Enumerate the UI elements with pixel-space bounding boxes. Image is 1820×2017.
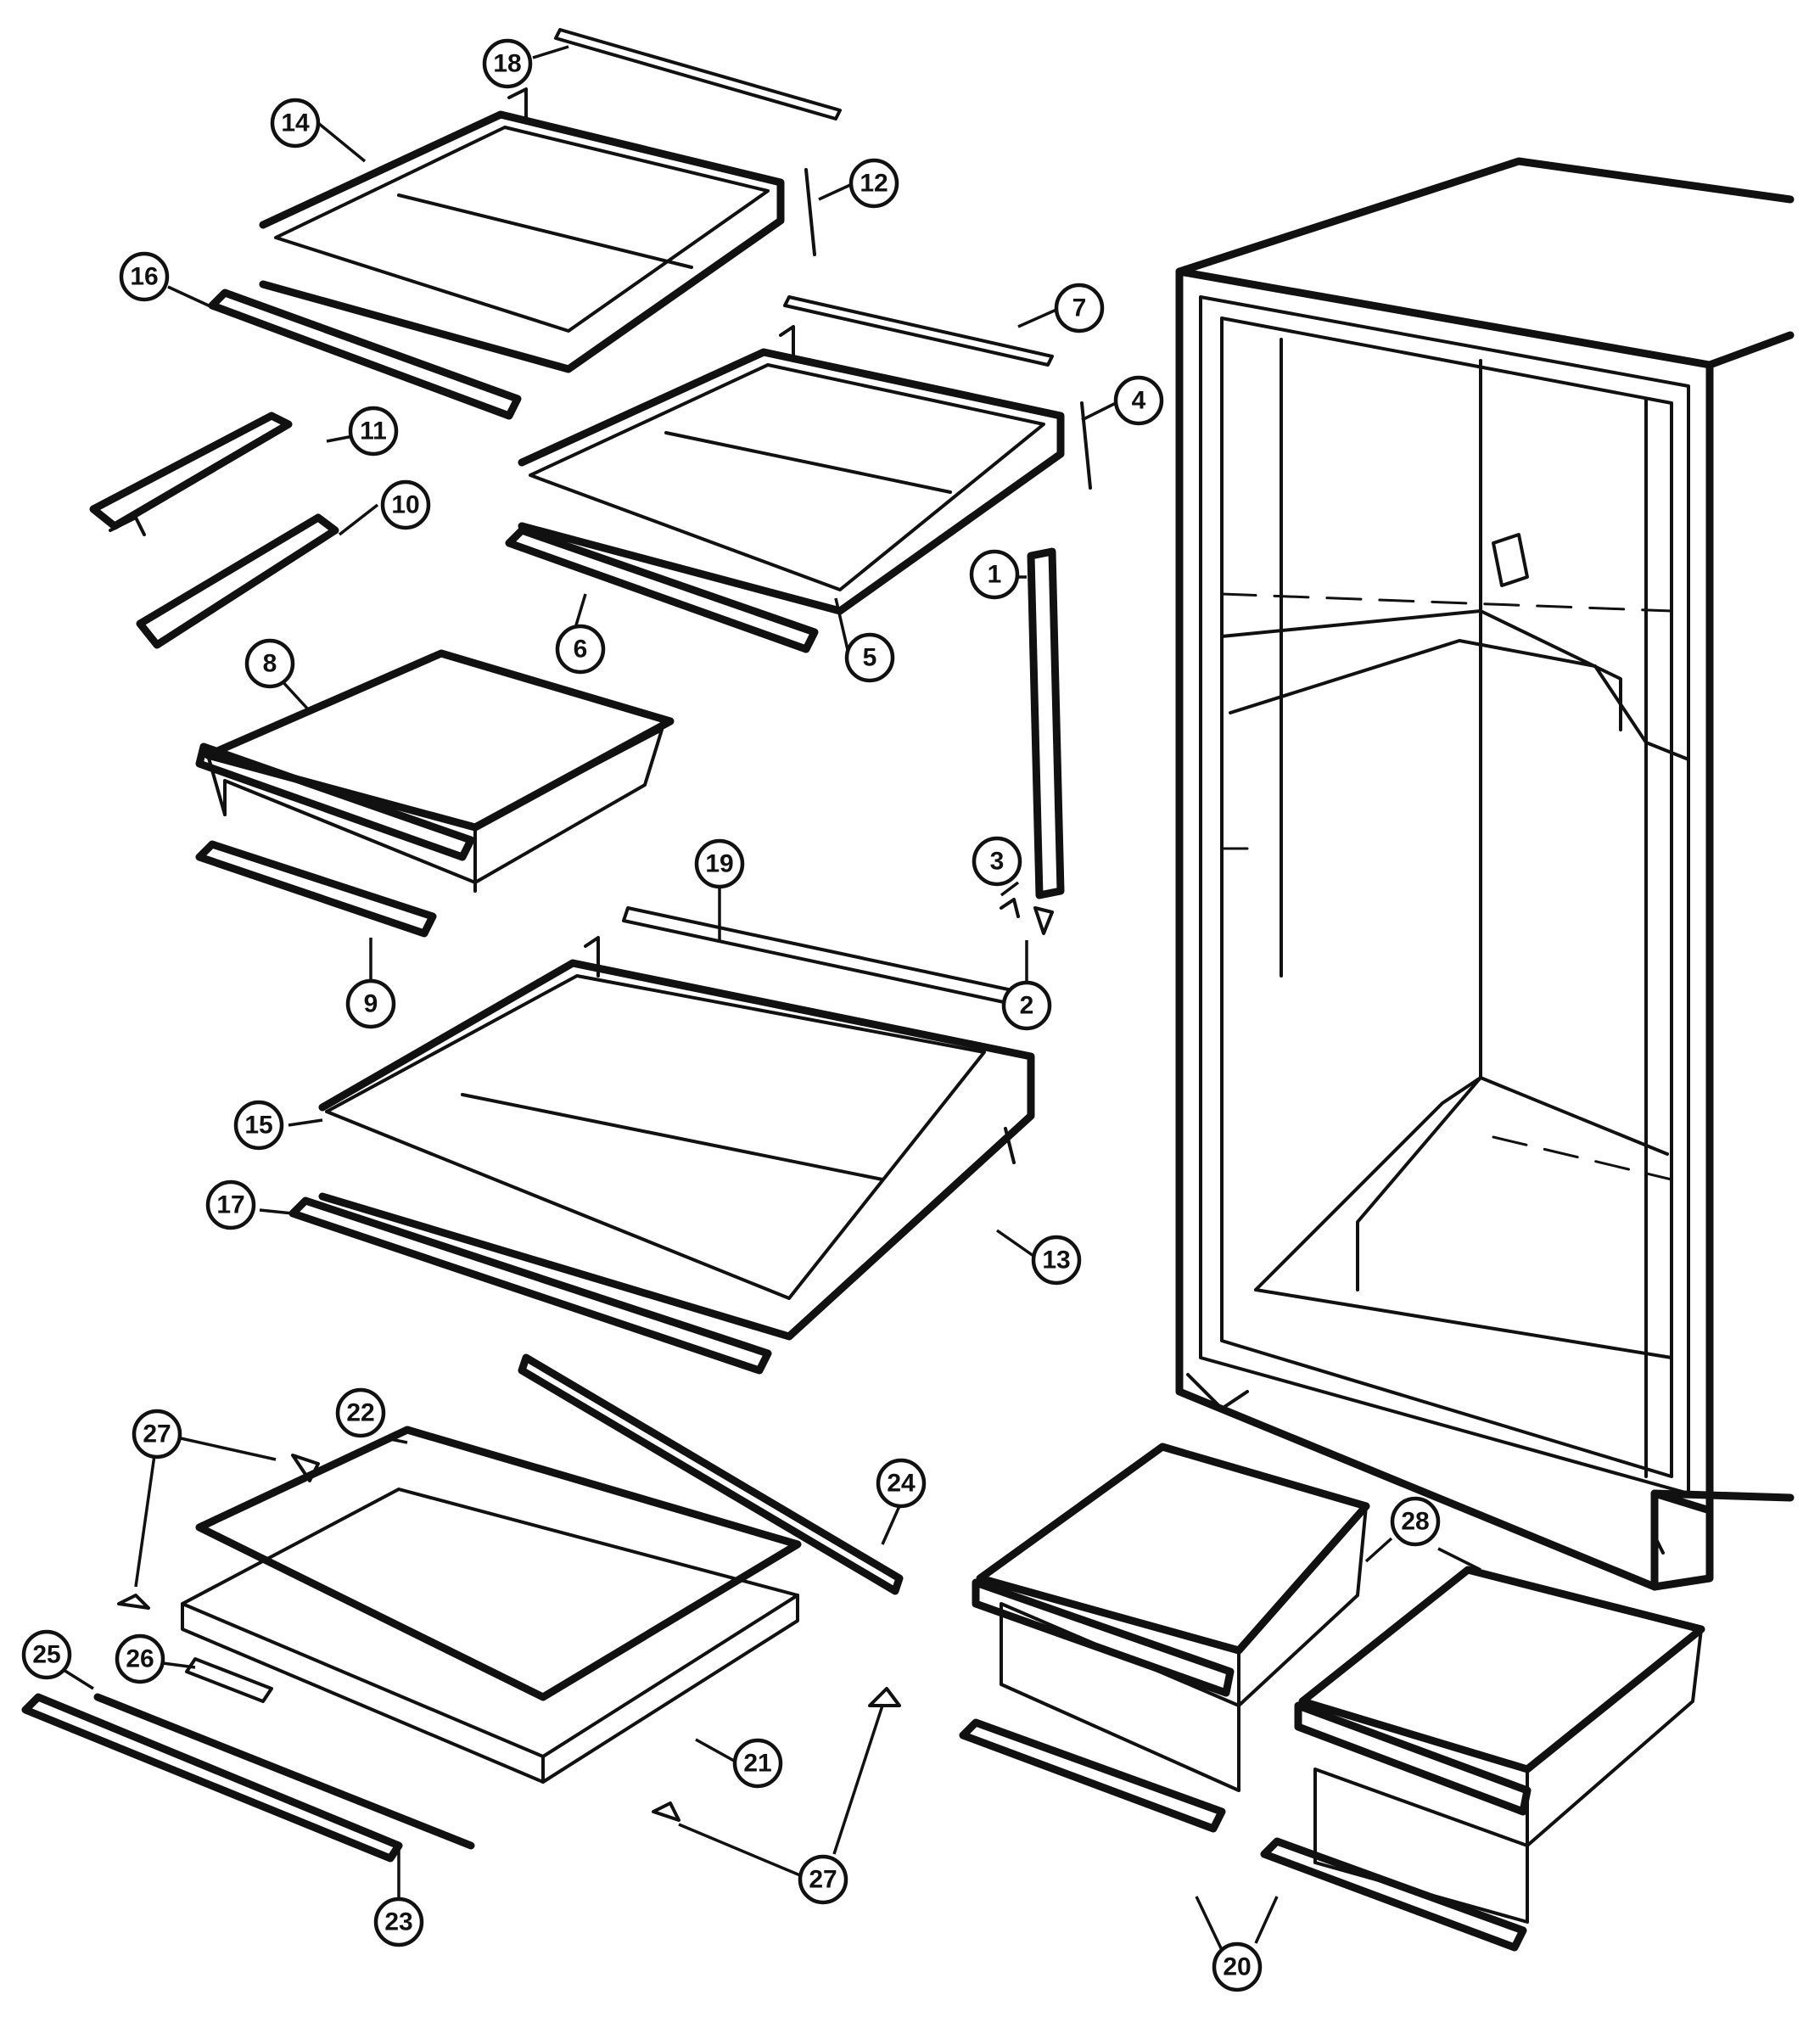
callout-circle-19 xyxy=(694,838,745,889)
callout-circle-17 xyxy=(205,1179,256,1230)
callout-17: 17 xyxy=(205,1179,256,1230)
large-shelf-assembly xyxy=(288,906,1045,1375)
callout-11: 11 xyxy=(348,406,399,457)
callout-circle-14 xyxy=(270,98,321,148)
callout-circle-21 xyxy=(732,1738,783,1789)
callout-3: 3 xyxy=(972,836,1022,887)
callout-circle-25 xyxy=(21,1629,72,1680)
callout-6: 6 xyxy=(555,624,606,675)
callout-circle-2 xyxy=(1001,980,1052,1031)
callout-label-9: 9 xyxy=(364,990,378,1018)
callout-7: 7 xyxy=(1054,283,1105,333)
callout-circle-6 xyxy=(555,624,606,675)
callout-circle-4 xyxy=(1113,375,1164,426)
callout-circle-16 xyxy=(119,251,170,302)
callout-circle-13 xyxy=(1031,1235,1082,1286)
callout-circle-9 xyxy=(345,978,396,1029)
shelf-rails xyxy=(89,412,339,649)
callout-circle-26 xyxy=(115,1633,165,1684)
callout-circle-20 xyxy=(1212,1941,1263,1992)
callout-circle-12 xyxy=(848,158,899,209)
callout-20: 20 xyxy=(1212,1941,1263,1992)
callout-circle-27-top xyxy=(132,1409,182,1460)
callout-label-27-bottom: 27 xyxy=(809,1866,837,1894)
middle-shelf-assembly xyxy=(505,295,1092,653)
callout-5: 5 xyxy=(844,632,895,683)
callout-label-10: 10 xyxy=(391,491,419,519)
callout-9: 9 xyxy=(345,978,396,1029)
callout-label-12: 12 xyxy=(860,170,888,198)
callout-label-5: 5 xyxy=(863,644,877,672)
callout-1: 1 xyxy=(969,549,1020,600)
callout-10: 10 xyxy=(380,479,431,530)
callout-label-25: 25 xyxy=(32,1641,60,1669)
callout-label-7: 7 xyxy=(1072,294,1087,322)
crisper-drawers-large xyxy=(959,1443,1705,1952)
callout-16: 16 xyxy=(119,251,170,302)
callout-circle-23 xyxy=(373,1897,424,1947)
callout-27-top: 27 xyxy=(132,1409,182,1460)
callout-label-8: 8 xyxy=(263,650,277,678)
callout-label-27-top: 27 xyxy=(143,1420,171,1448)
callout-label-26: 26 xyxy=(126,1645,154,1673)
callout-24: 24 xyxy=(876,1458,927,1509)
callout-8: 8 xyxy=(244,638,295,689)
shelf-support-bracket xyxy=(1000,547,1065,935)
callout-26: 26 xyxy=(115,1633,165,1684)
callout-27-bottom: 27 xyxy=(798,1854,848,1905)
callout-label-6: 6 xyxy=(574,636,588,664)
callout-label-11: 11 xyxy=(360,417,387,445)
callout-circle-27-bottom xyxy=(798,1854,848,1905)
callout-18: 18 xyxy=(482,38,533,89)
callout-28: 28 xyxy=(1390,1496,1441,1547)
callout-label-20: 20 xyxy=(1223,1953,1251,1981)
callout-circle-22 xyxy=(335,1387,386,1438)
callout-22: 22 xyxy=(335,1387,386,1438)
callout-label-18: 18 xyxy=(493,50,521,78)
callout-12: 12 xyxy=(848,158,899,209)
callout-label-3: 3 xyxy=(990,848,1005,876)
callout-label-1: 1 xyxy=(988,561,1002,589)
refrigerator-cabinet xyxy=(1175,157,1795,1591)
callout-2: 2 xyxy=(1001,980,1052,1031)
callout-label-2: 2 xyxy=(1020,992,1034,1020)
callout-label-24: 24 xyxy=(887,1470,916,1498)
callout-circle-3 xyxy=(972,836,1022,887)
crisper-drawer-small xyxy=(195,649,675,938)
top-shelf-assembly xyxy=(208,28,842,420)
callout-label-19: 19 xyxy=(705,850,733,878)
callout-circle-28 xyxy=(1390,1496,1441,1547)
callout-circle-15 xyxy=(233,1100,284,1151)
callout-label-16: 16 xyxy=(130,263,158,291)
callout-circle-5 xyxy=(844,632,895,683)
callout-circle-7 xyxy=(1054,283,1105,333)
crisper-cover-assembly xyxy=(21,1353,904,1863)
callout-label-14: 14 xyxy=(281,109,310,137)
callout-13: 13 xyxy=(1031,1235,1082,1286)
callout-circle-18 xyxy=(482,38,533,89)
callout-label-15: 15 xyxy=(244,1112,272,1140)
callout-circle-24 xyxy=(876,1458,927,1509)
callout-circle-8 xyxy=(244,638,295,689)
callout-label-13: 13 xyxy=(1042,1247,1070,1275)
callout-label-21: 21 xyxy=(743,1750,771,1778)
callout-label-17: 17 xyxy=(216,1191,244,1219)
callout-label-22: 22 xyxy=(346,1399,374,1427)
callout-14: 14 xyxy=(270,98,321,148)
callout-21: 21 xyxy=(732,1738,783,1789)
callout-25: 25 xyxy=(21,1629,72,1680)
callout-label-28: 28 xyxy=(1401,1508,1429,1536)
callout-4: 4 xyxy=(1113,375,1164,426)
callout-23: 23 xyxy=(373,1897,424,1947)
callout-circle-10 xyxy=(380,479,431,530)
callout-19: 19 xyxy=(694,838,745,889)
callout-15: 15 xyxy=(233,1100,284,1151)
callout-label-23: 23 xyxy=(384,1908,412,1936)
callout-label-4: 4 xyxy=(1132,387,1146,415)
callout-circle-1 xyxy=(969,549,1020,600)
callout-circle-11 xyxy=(348,406,399,457)
